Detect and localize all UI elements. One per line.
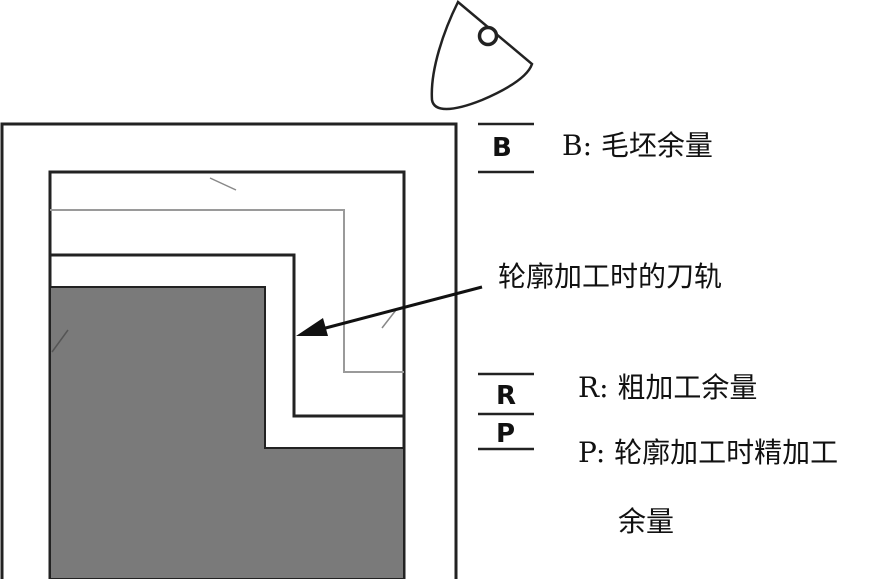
tick-mark: [209, 177, 237, 191]
blank-outline: [0, 122, 458, 579]
label-rough-allowance: R: 粗加工余量: [578, 371, 758, 404]
path-leader-arrowhead: [296, 318, 328, 336]
label-blank-allowance: B: 毛坯余量: [562, 129, 713, 162]
rough-pass-line: [50, 209, 404, 373]
label-finish-allowance-line2: 余量: [618, 505, 675, 538]
p-letter: P: [496, 419, 515, 449]
r-letter: R: [496, 381, 516, 411]
label-finish-allowance-line1: P: 轮廓加工时精加工: [578, 436, 839, 469]
tick-mark: [51, 329, 69, 353]
label-contour-tool-path: 轮廓加工时的刀轨: [498, 260, 723, 293]
cutter-icon: [430, 0, 534, 111]
b-letter: B: [492, 133, 512, 163]
path-leader-line: [317, 285, 483, 332]
tick-mark: [381, 309, 397, 329]
contour-tool-path: [50, 253, 404, 418]
workpiece: [49, 286, 405, 579]
